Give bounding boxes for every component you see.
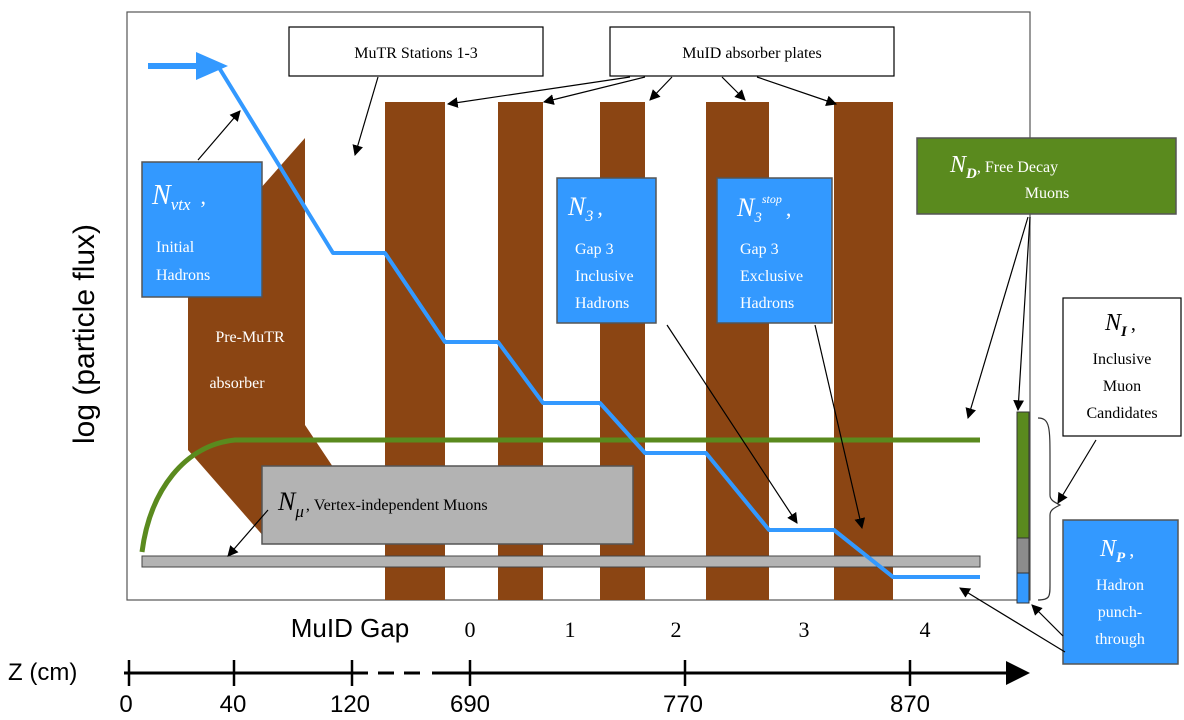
n-i-line-1: Inclusive [1093,351,1152,368]
muid-arrow-3 [649,76,673,101]
hadron-input-arrowhead [196,52,228,80]
muid-gap-1: 1 [565,617,576,642]
pre-mutr-label-1: Pre-MuTR [215,329,285,346]
n-i-line-3: Candidates [1086,405,1157,422]
n-p-box [1062,519,1179,665]
n-i-line-2: Muon [1103,378,1141,395]
hadron-flux-line [216,64,980,579]
n-vtx-symbol: Nvtx, [151,180,206,214]
z-axis-arrowhead [1006,661,1030,685]
n-vtx-arrow [197,110,241,161]
z-tick-label-770: 770 [663,691,703,718]
z-tick-label-40: 40 [220,691,247,718]
mutr-stations-label: MuTR Stations 1-3 [354,45,478,62]
n-d-box [916,137,1177,215]
n-d-arrow-1 [965,216,1029,420]
n-3-stop-symbol: N3stop, [736,192,791,226]
z-tick-label-690: 690 [450,691,490,718]
n-mu-symbol: Nμ, Vertex-independent Muons [277,487,488,521]
n-p-line-3: through [1095,631,1145,648]
n-p-arrow-1 [959,587,1066,653]
muid-absorber-box [609,26,895,77]
n-vtx-box [141,161,263,298]
n-3-arrow [666,324,798,524]
z-tick-label-0: 0 [119,691,132,718]
n-3-line-3: Hadrons [575,295,629,312]
mutr-stations-box [288,26,544,77]
muid-arrow-5 [756,76,838,106]
n-3-box [556,177,657,324]
z-tick-label-120: 120 [330,691,370,718]
z-tick-label-870: 870 [890,691,930,718]
n-p-line-1: Hadron [1096,577,1144,594]
n-mu-arrow [227,509,269,557]
mutr-arrow [352,76,379,157]
n-p-line-2: punch- [1098,604,1142,621]
muid-arrow-1 [446,76,631,108]
muid-arrow-4 [721,76,746,101]
n-i-symbol: NI, [1104,310,1136,340]
n-3-stop-box [716,177,833,324]
stack-punchthrough-segment [1016,572,1030,604]
n-mu-box [261,465,634,545]
muid-gap-label: MuID Gap [291,613,410,643]
muid-gap-3: 3 [799,617,810,642]
z-axis-label: Z (cm) [8,659,77,686]
pre-mutr-label-2: absorber [209,375,265,392]
n-3-line-1: Gap 3 [575,241,614,258]
n-i-arrow [1057,439,1097,504]
muid-gap-4: 4 [920,617,931,642]
n-p-symbol: NP, [1099,536,1134,566]
muid-arrow-2 [542,76,646,105]
n-i-box [1062,297,1182,437]
n-3-stop-arrow [814,324,866,530]
n-d-arrow-2 [1013,216,1031,412]
n-3-symbol: N3, [567,192,603,225]
decay-muon-curve [139,437,980,553]
n-vtx-line-1: Initial [156,239,195,256]
muid-gap-0: 0 [465,617,476,642]
n-3-line-2: Inclusive [575,268,634,285]
absorber-plate-4 [706,102,769,600]
vertex-independent-muon-bar [141,555,981,568]
n-d-line-2: Muons [1025,185,1069,202]
absorber-plate-5 [834,102,893,600]
plot-frame [126,11,1031,601]
n-3-stop-line-1: Gap 3 [740,241,779,258]
n-3-stop-line-2: Exclusive [740,268,803,285]
muid-gap-2: 2 [671,617,682,642]
n-d-symbol: ND, Free Decay [949,152,1058,182]
stack-vertex-indep-segment [1016,537,1030,574]
n-vtx-line-2: Hadrons [156,267,210,284]
n-p-arrow-2 [1031,604,1064,637]
n-3-stop-line-3: Hadrons [740,295,794,312]
muid-absorber-label: MuID absorber plates [682,45,822,62]
y-axis-label: log (particle flux) [68,224,101,444]
inclusive-brace [1037,417,1062,601]
stack-decay-segment [1016,411,1030,539]
